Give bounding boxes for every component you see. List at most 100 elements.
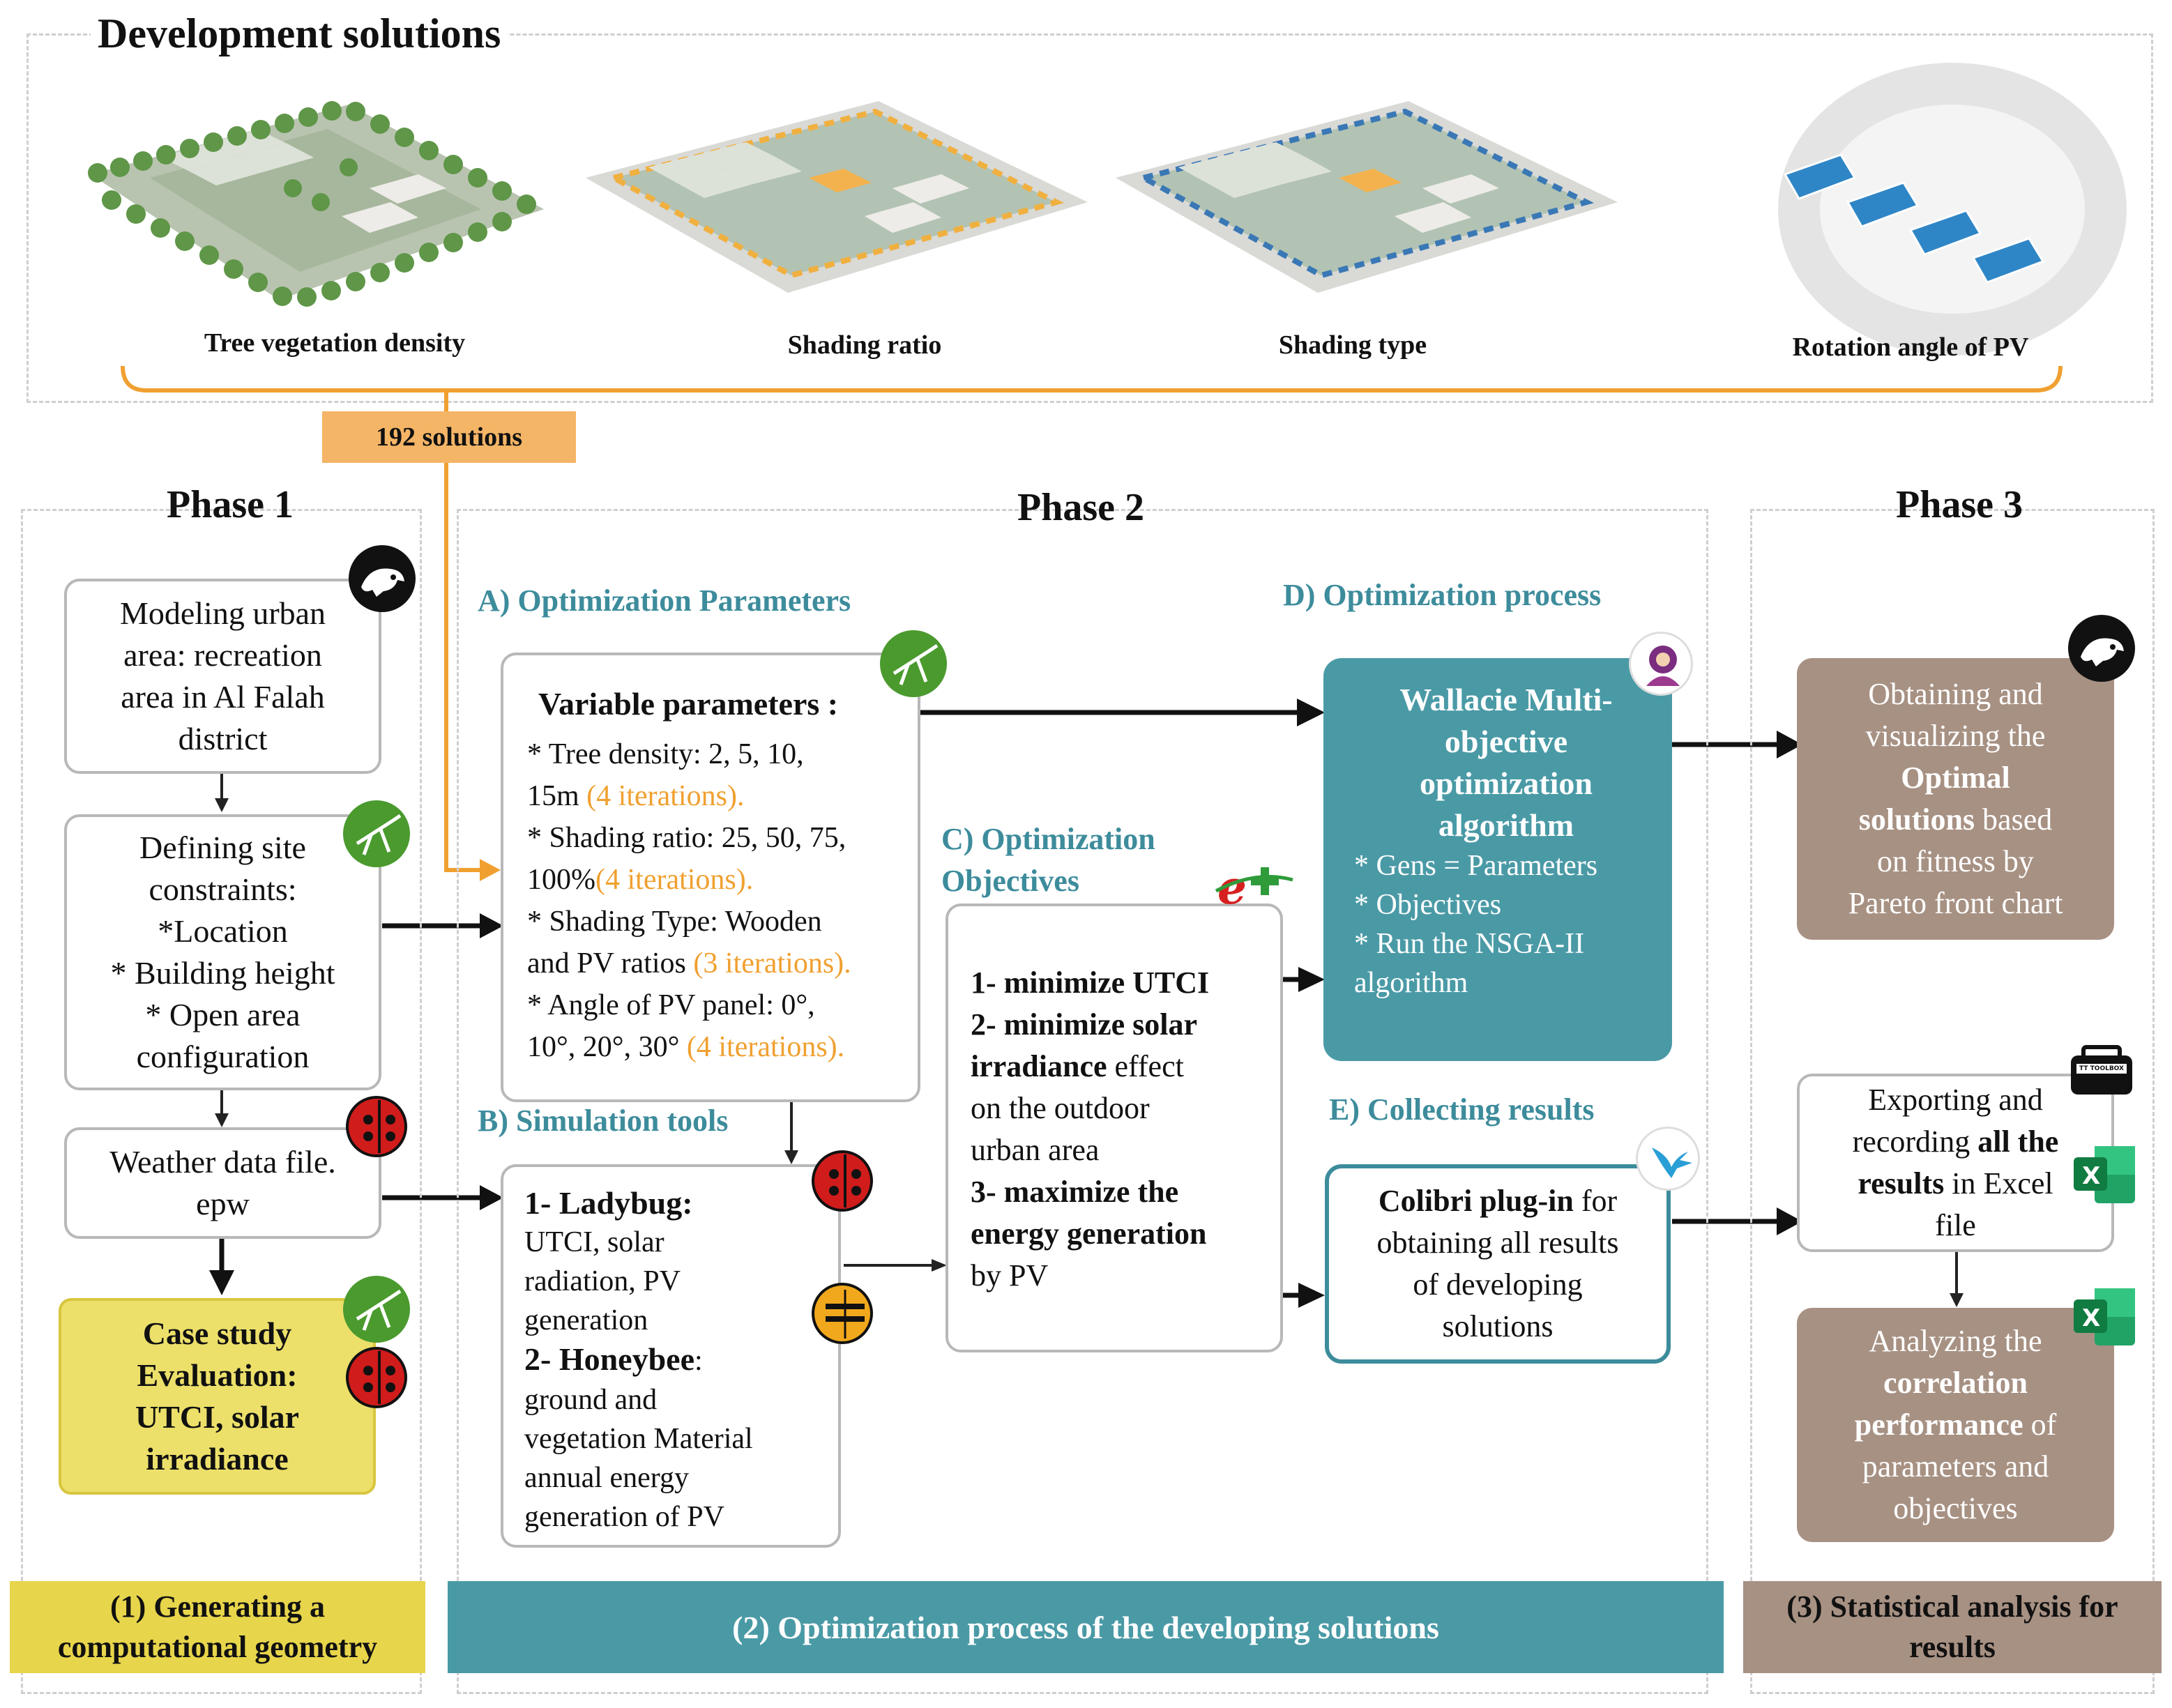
- solutions-badge-text: 192 solutions: [375, 422, 523, 452]
- excel-icon: X: [2071, 1143, 2138, 1206]
- param-iterations: (4 iterations).: [686, 1031, 845, 1063]
- optimal-rest: based: [1975, 802, 2053, 837]
- svg-text:X: X: [2082, 1304, 2100, 1332]
- objective-2d: urban area: [971, 1133, 1100, 1167]
- objective-2b: irradiance: [971, 1049, 1107, 1083]
- objectives-box: 1- minimize UTCI 2- minimize solar irrad…: [945, 903, 1283, 1352]
- case-study-box: Case study Evaluation: UTCI, solar irrad…: [59, 1298, 376, 1495]
- analyzing-bold: performance: [1854, 1408, 2023, 1442]
- caption-pv-rotation: Rotation angle of PV: [1792, 333, 2029, 362]
- optimal-line: Optimal: [1901, 761, 2010, 795]
- svg-text:X: X: [2082, 1162, 2100, 1190]
- tt-toolbox-label: TT TOOLBOX: [2079, 1065, 2124, 1072]
- param-iterations: (4 iterations).: [595, 864, 754, 896]
- trees: [88, 101, 536, 307]
- param-pv-angle: * Angle of PV panel: 0°,10°, 20°, 30° (4…: [527, 984, 904, 1068]
- export-bold: results: [1858, 1166, 1945, 1200]
- weather-line: epw: [196, 1186, 250, 1221]
- wallacei-icon: [1629, 632, 1693, 696]
- case-line: irradiance: [146, 1441, 289, 1477]
- optimal-line-4: solutions based: [1859, 799, 2052, 841]
- section-d-title: D) Optimization process: [1283, 578, 1602, 612]
- export-line-3: results in Excel: [1858, 1163, 2053, 1205]
- wallacie-bullet: * Objectives: [1354, 889, 1502, 921]
- analyzing-line-3: performance of: [1855, 1404, 2057, 1446]
- honeybee-line: annual energy: [524, 1462, 689, 1494]
- solutions-badge: 192 solutions: [322, 411, 576, 463]
- rhino-icon: [2068, 615, 2135, 682]
- wallacie-box: Wallacie Multi- objective optimization a…: [1323, 658, 1672, 1061]
- constraint-line: * Building height: [110, 955, 335, 991]
- variable-colon: :: [819, 686, 839, 722]
- ladybug-line: generation: [524, 1304, 648, 1336]
- param-tree: * Tree density: 2, 5, 10,15m (4 iteratio…: [527, 733, 904, 817]
- caption-shading-type: Shading type: [1278, 330, 1427, 360]
- objective-1: 1- minimize UTCI: [971, 966, 1210, 1000]
- energyplus-icon: e: [1213, 860, 1297, 919]
- wallacie-bullet: * Gens = Parameters: [1354, 850, 1598, 882]
- analyzing-box: Analyzing the correlation performance of…: [1797, 1308, 2114, 1542]
- export-line: file: [1935, 1208, 1976, 1242]
- param-iterations: (3 iterations).: [693, 947, 851, 979]
- ladybug-icon: [346, 1096, 407, 1157]
- analyzing-line: objectives: [1893, 1491, 2018, 1525]
- objective-2b-row: irradiance effect: [971, 1046, 1273, 1088]
- phase3-footer-line: results: [1909, 1630, 1996, 1664]
- objective-2c: on the outdoor: [971, 1091, 1150, 1125]
- constraint-line: constraints:: [149, 871, 297, 907]
- constraint-line: configuration: [136, 1039, 310, 1074]
- colibri-icon: [1636, 1127, 1700, 1191]
- analyzing-line: correlation: [1883, 1366, 2028, 1400]
- honeybee-title-row: 2- Honeybee:: [524, 1340, 824, 1380]
- objective-3b: energy generation: [971, 1217, 1207, 1251]
- optimal-line: Pareto front chart: [1848, 886, 2063, 920]
- wallacie-bullet: algorithm: [1354, 967, 1468, 999]
- phase2-footer: (2) Optimization process of the developi…: [448, 1581, 1724, 1673]
- shading-type-render: [1116, 101, 1618, 293]
- weather-box: Weather data file. epw: [64, 1127, 381, 1239]
- modeling-box: Modeling urban area: recreation area in …: [64, 579, 381, 774]
- analyzing-line: Analyzing the: [1869, 1324, 2042, 1358]
- analyzing-rest: of: [2023, 1408, 2057, 1442]
- analyzing-line: parameters and: [1862, 1449, 2049, 1484]
- colibri-line: solutions: [1442, 1309, 1554, 1343]
- phase1-title: Phase 1: [167, 483, 294, 526]
- caption-shading-ratio: Shading ratio: [787, 330, 942, 360]
- phase2-panel: [457, 509, 1708, 1694]
- param-text: 15m: [527, 780, 587, 812]
- section-b-title: B) Simulation tools: [478, 1104, 729, 1138]
- wallacie-title: Wallacie Multi- objective optimization a…: [1354, 679, 1658, 846]
- honeybee-line: ground and: [524, 1384, 658, 1416]
- honeybee-title: 2- Honeybee: [524, 1341, 695, 1377]
- case-line: UTCI, solar: [135, 1399, 300, 1435]
- ladybug-line: UTCI, solar: [524, 1226, 664, 1258]
- honeybee-line: vegetation Material: [524, 1423, 753, 1455]
- case-line: Evaluation:: [137, 1357, 298, 1393]
- param-text: 100%: [527, 864, 595, 896]
- grasshopper-icon: [343, 800, 410, 867]
- variable-params-box: Variable parameters : * Tree density: 2,…: [501, 653, 920, 1102]
- param-text: 10°, 20°, 30°: [527, 1031, 687, 1063]
- phase2-title: Phase 2: [1017, 486, 1144, 529]
- phase3-footer-line: (3) Statistical analysis for: [1786, 1589, 2118, 1624]
- optimal-bold: solutions: [1858, 802, 1975, 837]
- excel-icon: X: [2071, 1286, 2138, 1348]
- variable-title: Variable parameters: [538, 686, 820, 722]
- grasshopper-icon: [880, 630, 947, 697]
- colibri-line: obtaining all results: [1376, 1226, 1619, 1260]
- ladybug-title: 1- Ladybug:: [524, 1185, 693, 1221]
- constraint-line: * Open area: [145, 997, 301, 1032]
- weather-line: Weather data file.: [109, 1144, 336, 1180]
- param-iterations: (4 iterations).: [586, 780, 745, 812]
- simulation-tools-box: 1- Ladybug: UTCI, solar radiation, PV ge…: [501, 1164, 841, 1548]
- section-a-title: A) Optimization Parameters: [478, 584, 851, 618]
- objective-2b-rest: effect: [1107, 1049, 1184, 1083]
- section-e-title: E) Collecting results: [1329, 1092, 1595, 1127]
- colibri-box: Colibri plug-in for obtaining all result…: [1325, 1164, 1671, 1364]
- optimal-line: visualizing the: [1865, 719, 2046, 753]
- export-bold: all the: [1977, 1124, 2059, 1159]
- honeybee-colon: :: [694, 1345, 703, 1377]
- modeling-line: district: [178, 721, 268, 756]
